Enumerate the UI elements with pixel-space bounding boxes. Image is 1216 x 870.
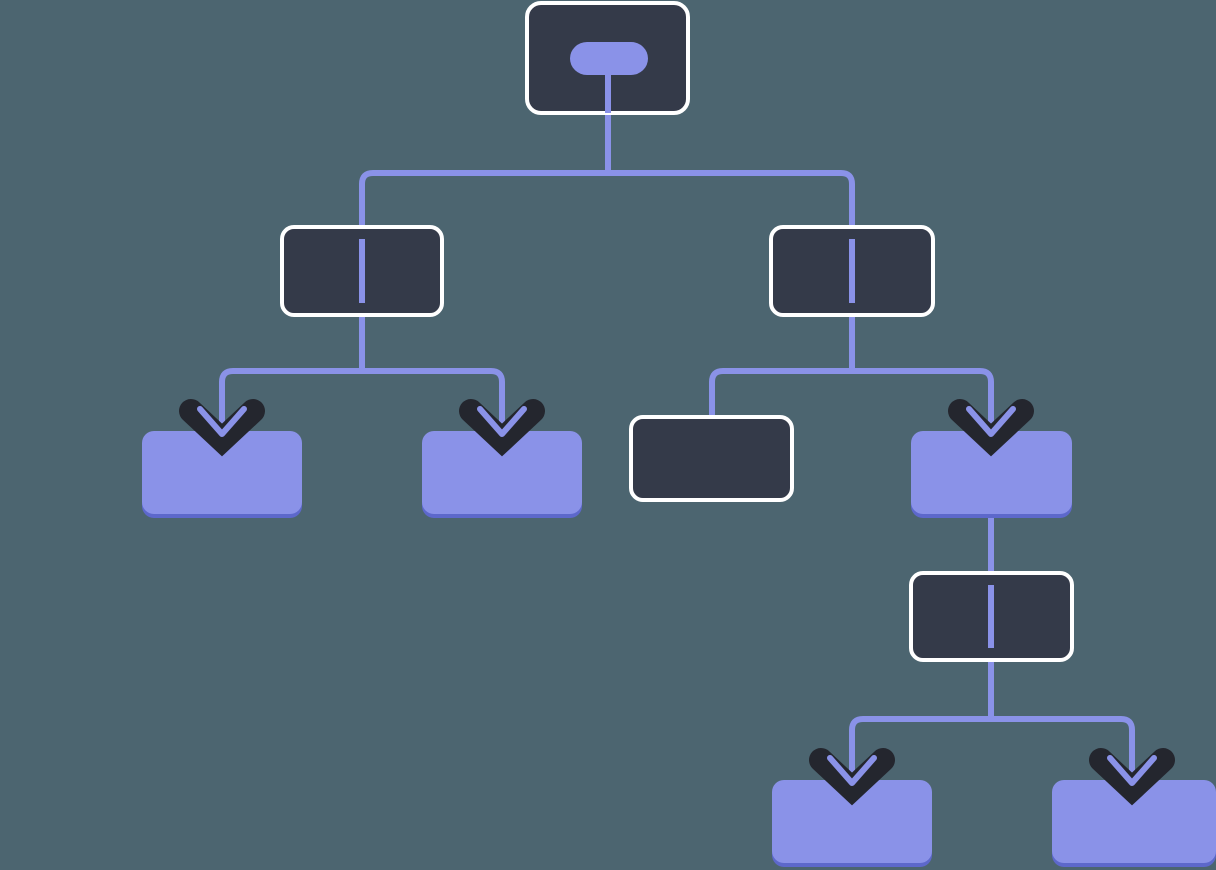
edge-level3-dark-to-leaf-e-arrow-chevron [1089, 748, 1175, 806]
leaf-node-b-body[interactable] [422, 431, 582, 514]
edge-level3-dark-to-leaf-e[interactable] [988, 660, 1135, 783]
leaf-node-c-body[interactable] [911, 431, 1072, 514]
edge-level1-left-to-leaf-b-arrow-chevron [459, 399, 545, 457]
edge-level1-left-to-leaf-a-arrowhead [179, 399, 265, 457]
edge-root-to-level1-left[interactable] [359, 113, 611, 227]
edge-level1-right-to-leaf-c[interactable] [849, 315, 994, 434]
edge-level1-right-to-leaf-c-arrow-chevron [948, 399, 1034, 457]
level1-left-node-inner-line [359, 239, 365, 303]
arrow-layer [179, 399, 1175, 806]
node-layer [142, 1, 1216, 867]
root-node-stem [605, 70, 611, 113]
leaf-node-a-body[interactable] [142, 431, 302, 514]
leaf-node-b[interactable] [422, 431, 582, 518]
edge-level3-dark-to-leaf-d[interactable] [849, 660, 994, 783]
edge-level1-left-to-leaf-a-arrow-chevron [179, 399, 265, 457]
level3-dark-node[interactable] [909, 571, 1074, 662]
edge-level3-dark-to-leaf-e-arrowhead [1089, 748, 1175, 806]
edge-level1-left-to-leaf-a[interactable] [219, 315, 365, 434]
edge-level3-dark-to-leaf-d-arrow-inner [827, 755, 877, 786]
edge-level1-left-to-leaf-b-arrow-inner [477, 406, 527, 437]
level1-left-node[interactable] [280, 225, 444, 317]
edge-level3-dark-to-leaf-e-arrow-inner [1107, 755, 1157, 786]
level3-dark-node-inner-line [988, 585, 994, 648]
level1-right-node[interactable] [769, 225, 935, 317]
level2-dark-node[interactable] [629, 415, 794, 502]
root-node[interactable] [525, 1, 690, 115]
edge-level3-dark-to-leaf-d-arrow-chevron [809, 748, 895, 806]
leaf-node-d-body[interactable] [772, 780, 932, 863]
edge-level1-right-to-level2-dark[interactable] [709, 315, 855, 417]
leaf-node-e-body[interactable] [1052, 780, 1216, 863]
level1-right-node-inner-line [849, 239, 855, 303]
leaf-node-c[interactable] [911, 431, 1072, 518]
edge-level1-left-to-leaf-b-arrowhead [459, 399, 545, 457]
root-node-pill [570, 42, 648, 75]
edge-level3-dark-to-leaf-d-arrowhead [809, 748, 895, 806]
edge-level1-right-to-leaf-c-arrowhead [948, 399, 1034, 457]
level2-dark-node-body[interactable] [629, 415, 794, 502]
edge-root-to-level1-right[interactable] [605, 113, 855, 227]
edge-level1-left-to-leaf-b[interactable] [359, 315, 505, 434]
edge-layer [219, 113, 1135, 783]
leaf-node-d[interactable] [772, 780, 932, 867]
edge-level1-left-to-leaf-a-arrow-inner [197, 406, 247, 437]
leaf-node-a[interactable] [142, 431, 302, 518]
leaf-node-e[interactable] [1052, 780, 1216, 867]
edge-level1-right-to-leaf-c-arrow-inner [966, 406, 1016, 437]
